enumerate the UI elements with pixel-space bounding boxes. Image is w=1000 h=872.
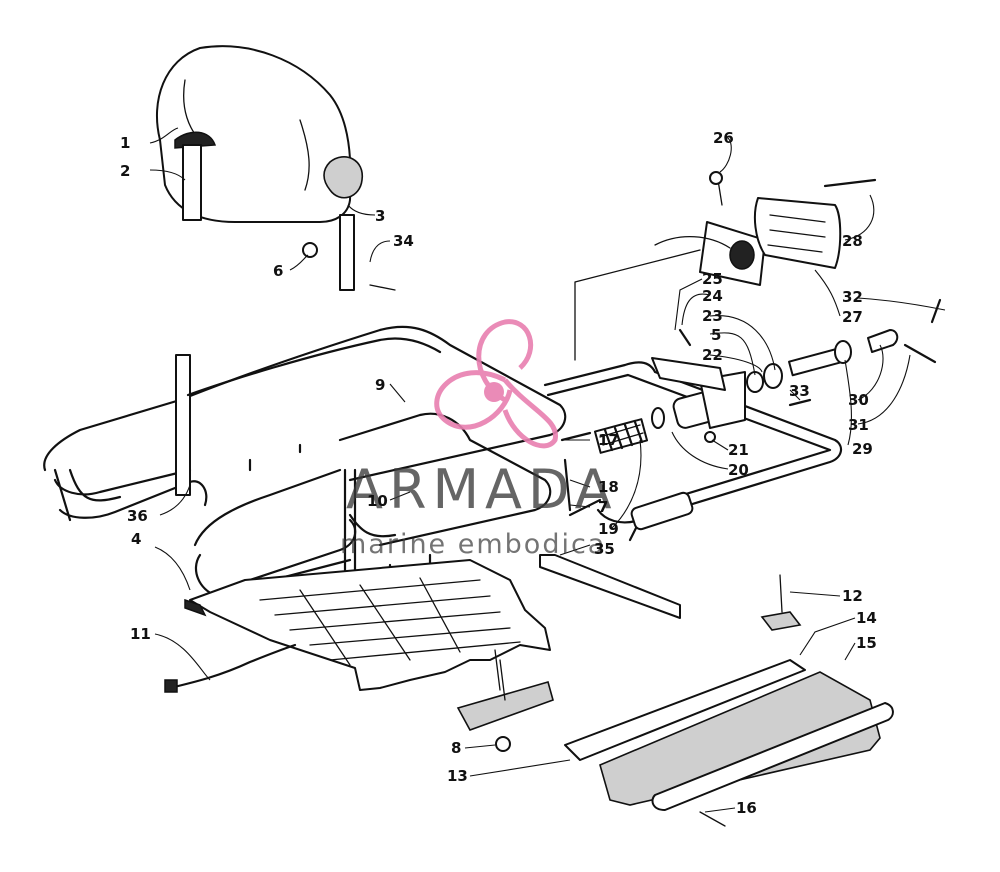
callout-26: 26: [713, 129, 734, 147]
callout-3: 3: [375, 207, 385, 225]
spring-assembly: [560, 298, 942, 512]
callout-6: 6: [273, 262, 283, 280]
callout-15: 15: [856, 634, 877, 652]
tail-light: [654, 171, 877, 286]
callout-9: 9: [375, 376, 385, 394]
callout-19: 19: [598, 520, 619, 538]
callout-2: 2: [120, 162, 130, 180]
callout-24: 24: [702, 287, 723, 305]
callout-7: 7: [598, 498, 608, 516]
callout-21: 21: [728, 441, 749, 459]
callout-32: 32: [842, 288, 863, 306]
callout-10: 10: [367, 492, 388, 510]
callout-23: 23: [702, 307, 723, 325]
callout-12: 12: [842, 587, 863, 605]
callout-20: 20: [728, 461, 749, 479]
footrest-plates: [564, 574, 894, 827]
callout-22: 22: [702, 346, 723, 364]
callout-18: 18: [598, 478, 619, 496]
misc-parts: [164, 554, 681, 752]
callout-8: 8: [451, 739, 461, 757]
callout-30: 30: [848, 391, 869, 409]
callout-11: 11: [130, 625, 151, 643]
deck-plate: [184, 559, 551, 691]
callout-34: 34: [393, 232, 414, 250]
callout-33: 33: [789, 382, 810, 400]
tube-frame: [43, 325, 567, 597]
callout-17: 17: [598, 431, 619, 449]
callout-16: 16: [736, 799, 757, 817]
callout-5: 5: [711, 326, 721, 344]
leader-lines: [149, 127, 946, 813]
callout-36: 36: [127, 507, 148, 525]
callout-27: 27: [842, 308, 863, 326]
callout-31: 31: [848, 416, 869, 434]
callout-28: 28: [842, 232, 863, 250]
backrest-part: [155, 45, 396, 291]
callout-14: 14: [856, 609, 877, 627]
callout-labels: 1 2 3 4 5 6 7 8 9 10 11 12 13 14 15 16 1…: [120, 129, 877, 817]
callout-1: 1: [120, 134, 130, 152]
watermark-brand: ARMADA: [346, 458, 618, 521]
callout-29: 29: [852, 440, 873, 458]
watermark: ARMADA marine embodica: [340, 319, 618, 560]
callout-4: 4: [131, 530, 141, 548]
callout-35: 35: [594, 540, 615, 558]
callout-13: 13: [447, 767, 468, 785]
pink-knot-logo: [434, 319, 558, 449]
callout-25: 25: [702, 270, 723, 288]
watermark-tagline: marine embodica: [340, 529, 606, 560]
